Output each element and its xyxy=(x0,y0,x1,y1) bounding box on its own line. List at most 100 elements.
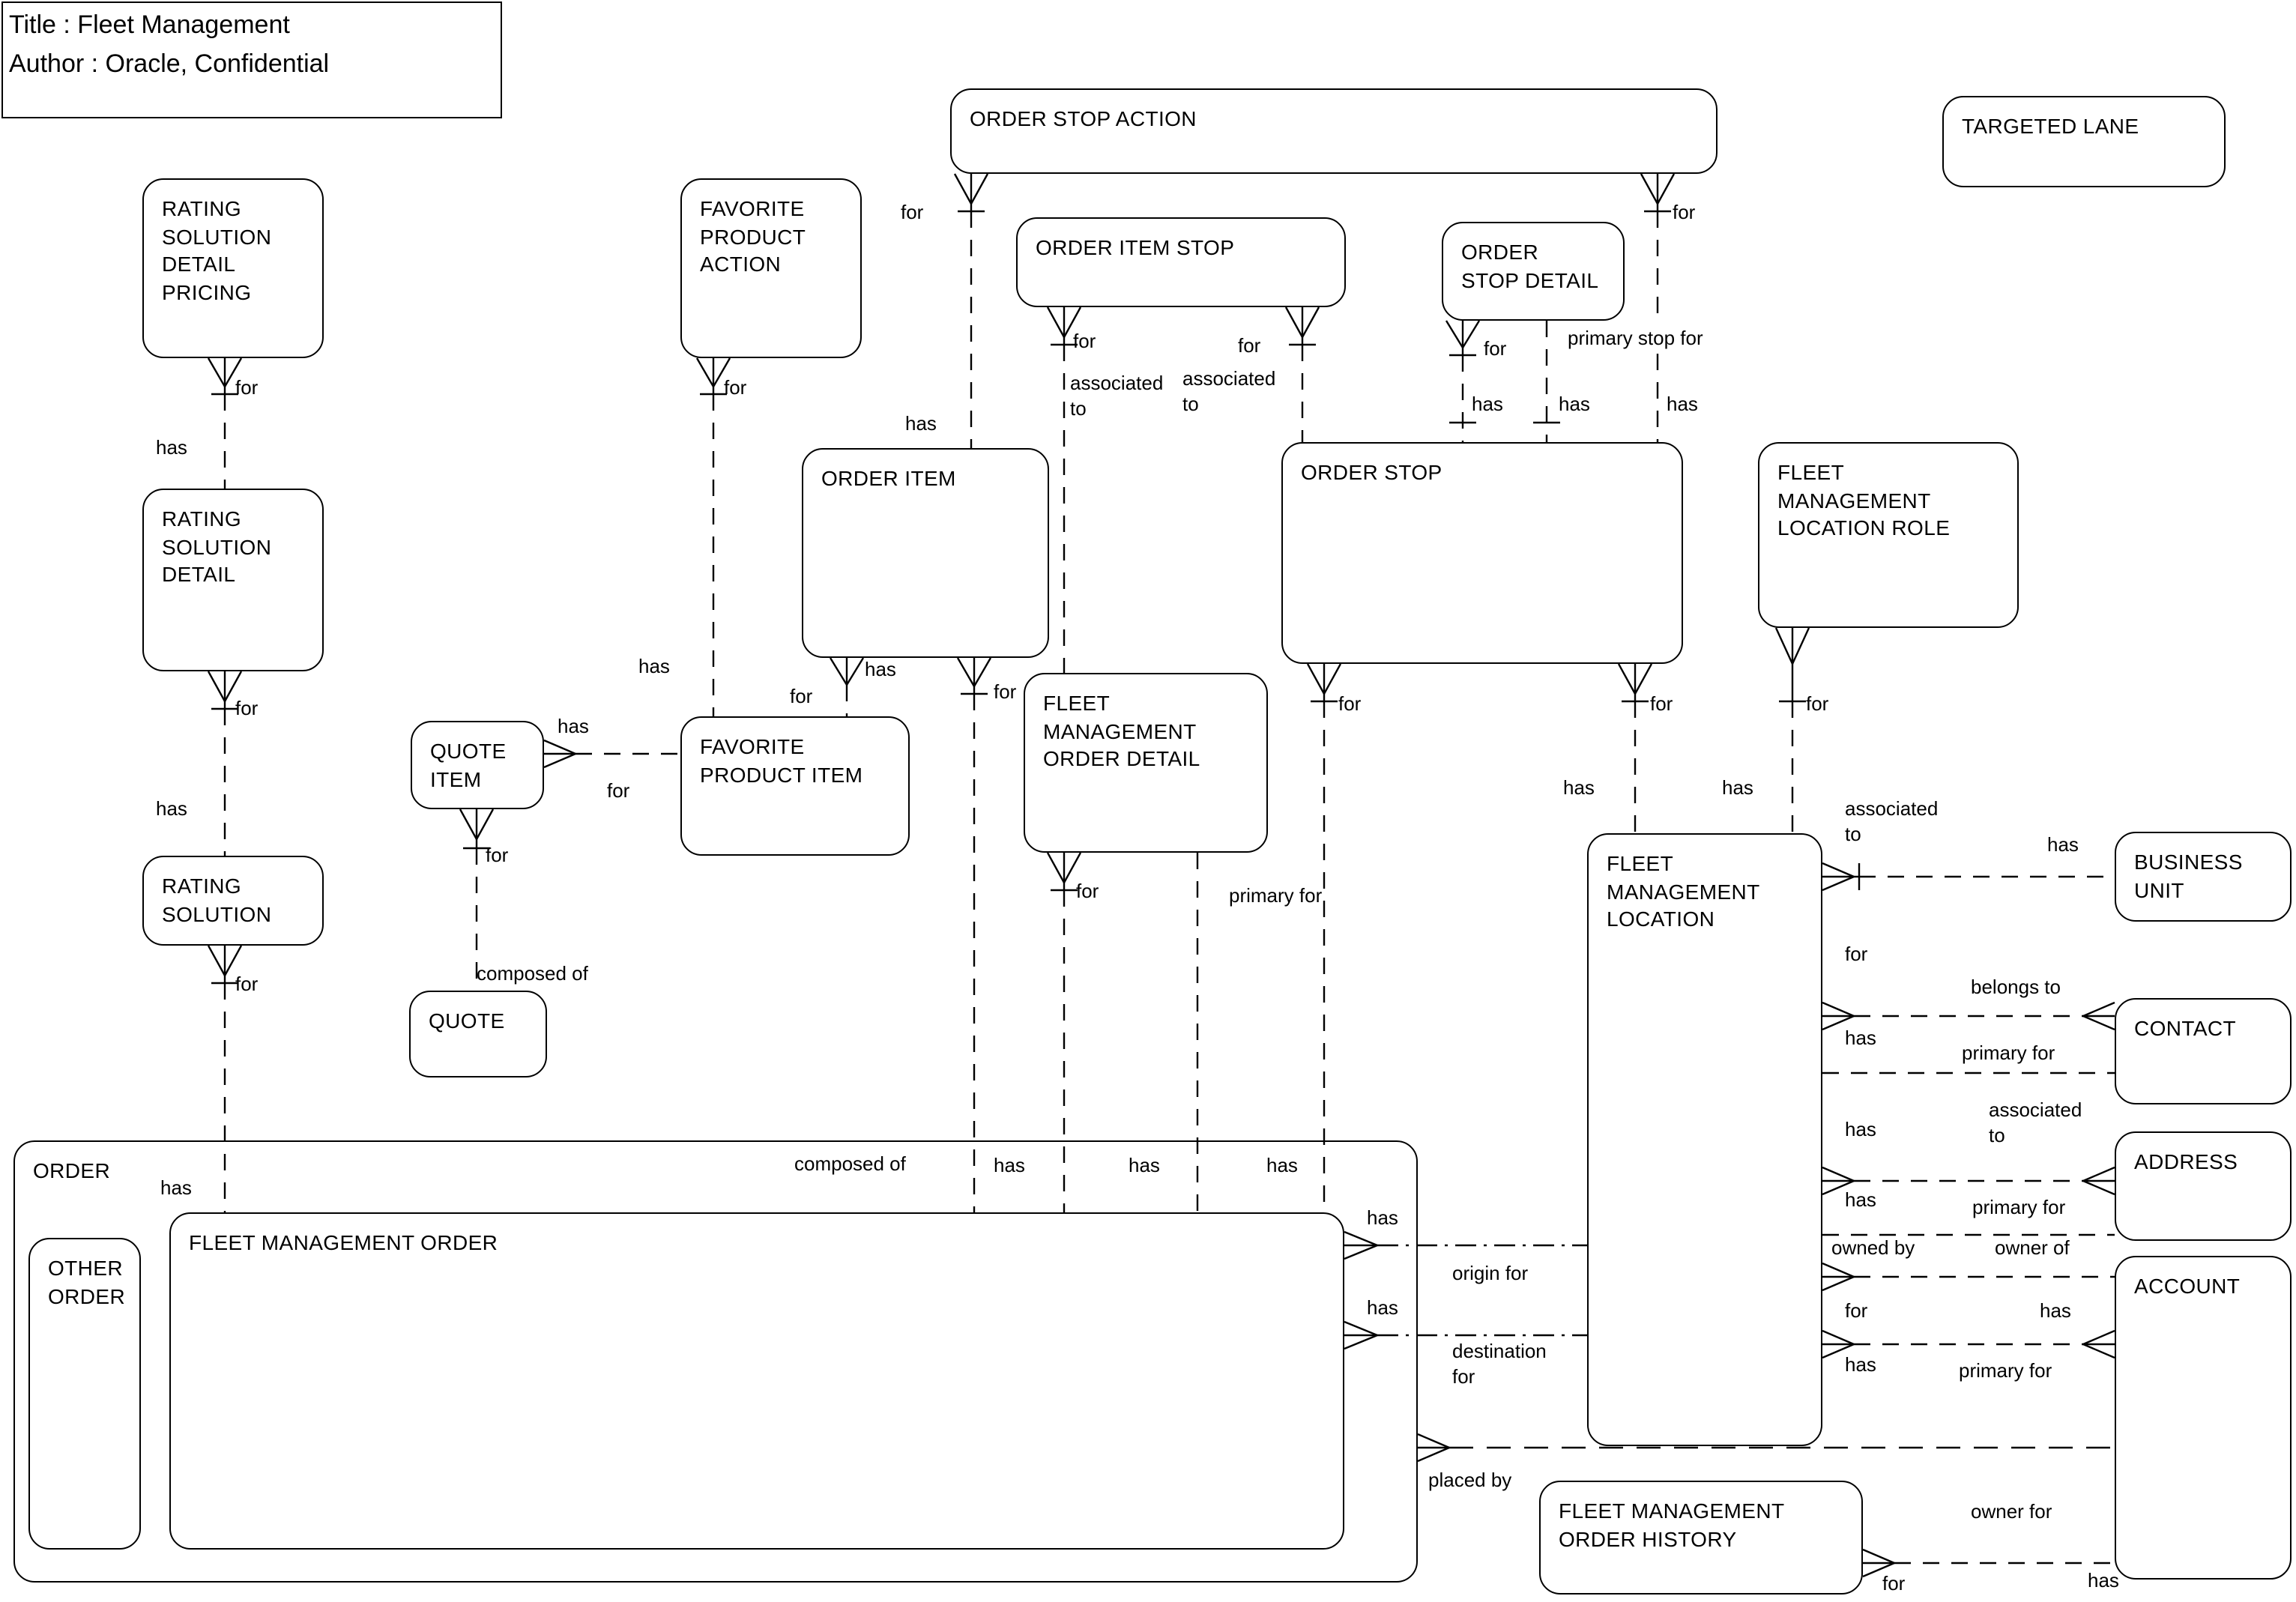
edge-label-rs-has: has xyxy=(156,797,187,820)
edge-label-acct-has: has xyxy=(2040,1299,2071,1322)
edge-label-addr-primary-for: primary for xyxy=(1972,1196,2066,1218)
edge-label-fpa-for: for xyxy=(724,376,747,399)
entity-other-order[interactable]: OTHER ORDER xyxy=(28,1238,141,1550)
entity-label: CONTACT xyxy=(2134,1016,2237,1040)
entity-address[interactable]: ADDRESS xyxy=(2115,1131,2292,1241)
entity-fleet-management-order[interactable]: FLEET MANAGEMENT ORDER xyxy=(169,1212,1344,1550)
entity-fleet-management-order-history[interactable]: FLEET MANAGEMENT ORDER HISTORY xyxy=(1539,1481,1863,1595)
crow-foot xyxy=(1822,1001,1855,1018)
edge-label-addr-assoc: associated to xyxy=(1989,1098,2082,1146)
entity-label: ACCOUNT xyxy=(2134,1274,2241,1298)
crow-foot xyxy=(2082,1179,2115,1196)
entity-order-stop-detail[interactable]: ORDER STOP DETAIL xyxy=(1442,222,1625,321)
crow-foot xyxy=(1822,1275,1855,1292)
crow-foot xyxy=(207,671,226,702)
edge-label-bu-assoc: associated to xyxy=(1845,797,1939,845)
entity-fleet-management-location-role[interactable]: FLEET MANAGEMENT LOCATION ROLE xyxy=(1758,442,2019,628)
crow-foot xyxy=(1791,627,1810,665)
edge-label-contact-has: has xyxy=(1845,1027,1876,1049)
diagram-author: Author : Oracle, Confidential xyxy=(9,49,330,78)
edge-label-fmoh-for: for xyxy=(1882,1572,1906,1595)
crow-foot xyxy=(1445,320,1464,348)
edge-label-os-has-1: has xyxy=(1472,393,1503,415)
entity-label: FLEET MANAGEMENT ORDER xyxy=(189,1230,498,1254)
crow-foot xyxy=(1822,1166,1855,1182)
entity-favorite-product-item[interactable]: FAVORITE PRODUCT ITEM xyxy=(680,716,910,856)
edge-label-os-has-2: has xyxy=(1559,393,1590,415)
entity-order-item[interactable]: ORDER ITEM xyxy=(802,448,1049,658)
crow-foot xyxy=(1306,663,1326,695)
crow-foot xyxy=(712,357,731,387)
crow-foot xyxy=(1822,862,1855,878)
crow-foot xyxy=(1822,1179,1855,1196)
crow-foot xyxy=(2082,1001,2115,1018)
entity-label: FLEET MANAGEMENT ORDER HISTORY xyxy=(1559,1499,1785,1550)
entity-label: RATING SOLUTION DETAIL xyxy=(162,507,272,586)
edge-label-ois-left-for: for xyxy=(1073,330,1096,352)
entity-order-item-stop[interactable]: ORDER ITEM STOP xyxy=(1016,217,1346,307)
entity-rating-solution[interactable]: RATING SOLUTION xyxy=(142,856,324,946)
edge-label-fmloc-has-2: has xyxy=(1722,776,1753,799)
edge-label-osa-oi-has: has xyxy=(905,412,937,435)
entity-business-unit[interactable]: BUSINESS UNIT xyxy=(2115,832,2292,922)
crow-foot xyxy=(223,671,243,702)
edge-label-destination-for: destination for xyxy=(1452,1340,1547,1388)
crow-foot xyxy=(970,173,989,205)
entity-targeted-lane[interactable]: TARGETED LANE xyxy=(1942,96,2226,187)
entity-label: FAVORITE PRODUCT ACTION xyxy=(700,196,806,276)
crow-foot xyxy=(1822,1329,1855,1346)
edge-label-quote-composed-of: composed of xyxy=(477,962,588,985)
crow-foot xyxy=(1822,875,1855,892)
edge-label-fmo-has-3: has xyxy=(1266,1154,1298,1176)
edge-label-rs-for: for xyxy=(235,973,259,995)
edge-label-bu-has: has xyxy=(2047,833,2079,856)
edge-label-qi-fpi-for: for xyxy=(607,779,630,802)
entity-label: ADDRESS xyxy=(2134,1149,2238,1173)
entity-fleet-management-order-detail[interactable]: FLEET MANAGEMENT ORDER DETAIL xyxy=(1024,673,1268,853)
crow-foot xyxy=(956,657,976,687)
entity-order-stop[interactable]: ORDER STOP xyxy=(1281,442,1683,664)
crow-foot xyxy=(1417,1433,1450,1449)
entity-label: ORDER ITEM STOP xyxy=(1036,235,1235,259)
crow-foot xyxy=(543,752,576,769)
edge-label-fmloc-has-1: has xyxy=(1563,776,1595,799)
entity-quote[interactable]: QUOTE xyxy=(409,991,547,1077)
entity-favorite-product-action[interactable]: FAVORITE PRODUCT ACTION xyxy=(680,178,862,358)
entity-label: ORDER ITEM xyxy=(821,466,956,490)
edge-label-fmo-has-2: has xyxy=(1129,1154,1160,1176)
entity-order[interactable]: ORDER xyxy=(13,1140,1418,1583)
crow-foot xyxy=(475,808,495,840)
edge-label-contact-primary-for: primary for xyxy=(1962,1042,2055,1064)
entity-label: RATING SOLUTION xyxy=(162,874,272,925)
crow-foot xyxy=(973,657,992,687)
crow-foot xyxy=(695,357,715,387)
crow-foot xyxy=(1344,1244,1378,1260)
crow-foot xyxy=(223,357,243,387)
entity-order-stop-action[interactable]: ORDER STOP ACTION xyxy=(950,88,1718,174)
entity-fleet-management-location[interactable]: FLEET MANAGEMENT LOCATION xyxy=(1587,833,1822,1446)
edge-label-owned-by: owned by xyxy=(1831,1236,1915,1259)
entity-contact[interactable]: CONTACT xyxy=(2115,998,2292,1104)
entity-rating-solution-detail[interactable]: RATING SOLUTION DETAIL xyxy=(142,489,324,671)
edge-label-rsd-for: for xyxy=(235,697,259,719)
edge-label-oi-fpi-for: for xyxy=(790,685,813,707)
crow-foot xyxy=(207,357,226,387)
crow-foot xyxy=(1862,1562,1895,1578)
crow-foot xyxy=(207,945,226,976)
crow-foot xyxy=(1344,1320,1378,1337)
entity-rating-solution-detail-pricing[interactable]: RATING SOLUTION DETAIL PRICING xyxy=(142,178,324,358)
edge-label-osa-left-for: for xyxy=(901,201,924,223)
edge-label-origin-has: has xyxy=(1367,1206,1398,1229)
crow-foot xyxy=(2082,1166,2115,1182)
crow-foot xyxy=(1822,1015,1855,1031)
edge-label-osd-for: for xyxy=(1484,337,1507,360)
crow-foot xyxy=(1301,306,1320,338)
entity-quote-item[interactable]: QUOTE ITEM xyxy=(411,721,544,809)
edge-label-fmlr-for: for xyxy=(1806,692,1829,715)
entity-account[interactable]: ACCOUNT xyxy=(2115,1256,2292,1580)
entity-label: FLEET MANAGEMENT LOCATION ROLE xyxy=(1777,460,1951,539)
edge-label-addr-has: has xyxy=(1845,1118,1876,1140)
crow-foot xyxy=(1774,627,1794,665)
edge-label-placed-by: placed by xyxy=(1428,1469,1512,1491)
edge-label-contact-for: for xyxy=(1845,943,1868,965)
